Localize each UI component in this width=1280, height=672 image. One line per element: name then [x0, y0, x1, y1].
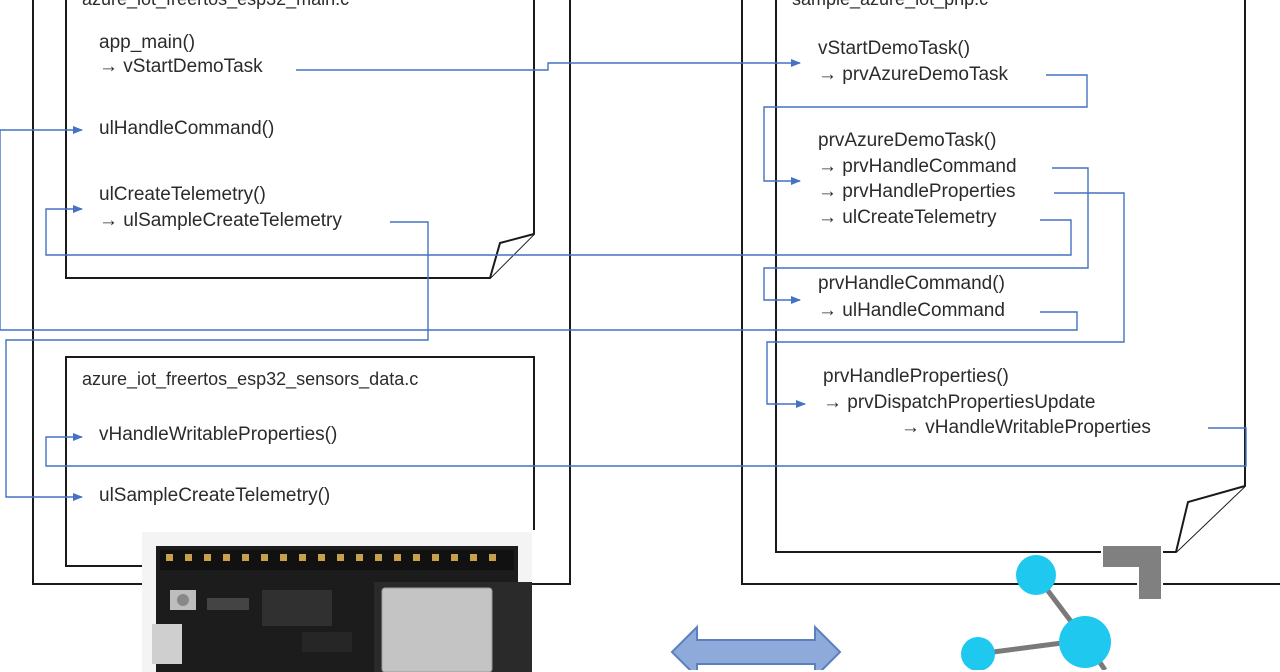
line-vhandlewritableproperties-call: → vHandleWritableProperties [901, 417, 1151, 438]
line-vhandlewritableproperties: vHandleWritableProperties() [99, 424, 338, 445]
line-prvhandleproperties-call: → prvHandleProperties [818, 181, 1016, 202]
right-file-fold [1175, 485, 1246, 553]
line-ulcreatetelemetry: ulCreateTelemetry() [99, 184, 266, 205]
arrow-ulcreatetelemetry [45, 205, 1072, 256]
line-prvhandleproperties: prvHandleProperties() [823, 366, 1009, 387]
left-top-file-fold [489, 233, 535, 279]
arrow-vstartdemotask [296, 59, 801, 71]
line-ulhandlecommand: ulHandleCommand() [99, 118, 275, 139]
right-container-outline [741, 0, 1280, 585]
arrow-prvazuredemotask [763, 74, 1088, 185]
double-arrow-icon [670, 624, 842, 670]
line-ulhandlecommand-call: → ulHandleCommand [818, 300, 1005, 321]
line-prvazuredemotask-call: → prvAzureDemoTask [818, 64, 1009, 85]
line-prvazuredemotask: prvAzureDemoTask() [818, 130, 997, 151]
line-vstartdemotask: vStartDemoTask() [818, 38, 971, 59]
esp32-board-image [142, 532, 532, 672]
line-prvdispatchpropertiesupdate-call: → prvDispatchPropertiesUpdate [823, 392, 1096, 413]
left-top-file-name: azure_iot_freertos_esp32_main.c [82, 0, 349, 10]
line-ulsamplecreatetelemetry: ulSampleCreateTelemetry() [99, 485, 331, 506]
line-app-main: app_main() [99, 32, 196, 53]
arrow-prvhandleproperties [766, 192, 1125, 408]
line-prvhandlecommand-call: → prvHandleCommand [818, 156, 1017, 177]
arrow-vhandlewritableproperties [45, 427, 1247, 467]
arrow-ulsamplecreatetelemetry [5, 221, 429, 501]
arrow-prvhandlecommand [763, 167, 1089, 304]
line-vstartdemotask-call: → vStartDemoTask [99, 56, 263, 77]
arrow-ulhandlecommand [0, 126, 1078, 331]
left-bottom-file-name: azure_iot_freertos_esp32_sensors_data.c [82, 369, 419, 389]
call-arrows [0, 59, 1247, 501]
right-file-name: sample_azure_iot_pnp.c [792, 0, 988, 10]
line-ulcreatetelemetry-call: → ulCreateTelemetry [818, 207, 997, 228]
left-bottom-file-outline [65, 356, 535, 567]
line-ulsamplecreatetelemetry-call: → ulSampleCreateTelemetry [99, 210, 342, 231]
azure-iot-hub-icon [961, 544, 1163, 670]
line-prvhandlecommand: prvHandleCommand() [818, 273, 1005, 294]
